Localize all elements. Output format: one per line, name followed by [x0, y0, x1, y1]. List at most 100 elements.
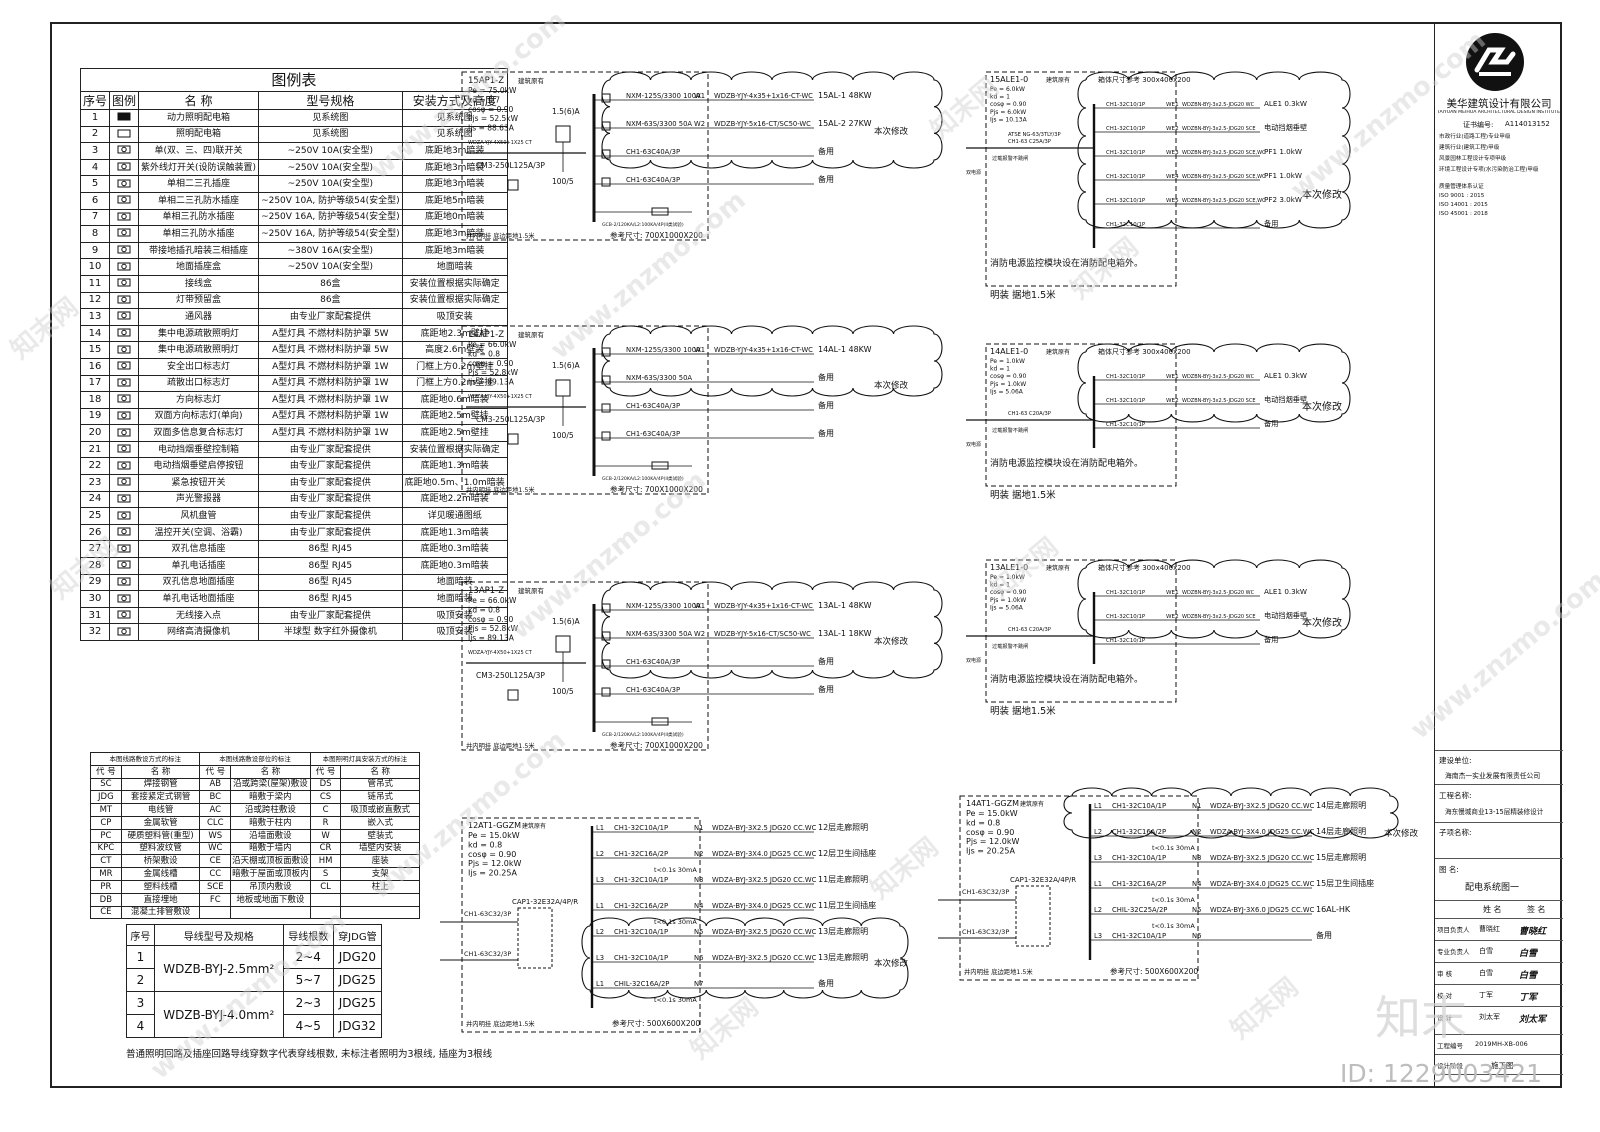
revision-cloud	[1063, 787, 1399, 839]
circuit-breaker: CH1-32C10A/1P	[614, 954, 668, 962]
qualification: 市政行业(道路工程)专业甲级	[1439, 134, 1511, 140]
circuit-breaker: CH1-32C10/1P	[1106, 150, 1146, 156]
circuit-load: 15AL-2 27KW	[818, 119, 872, 128]
panel-param: Pe = 1.0kW	[990, 574, 1025, 581]
circuit-load: 备用	[1264, 219, 1278, 228]
circuit-breaker: CH1-32C10/1P	[1106, 422, 1146, 428]
panel-tag: 建筑原有	[1046, 76, 1070, 84]
ct-ratio: 100/5	[552, 687, 574, 696]
circuit-breaker: CH1-32C10A/1P	[614, 876, 668, 884]
circuit-cable: WDZBN-BYJ-3x2.5-JDG20 WC	[1182, 374, 1255, 380]
circuit-cable: WDZA-BYJ-3X2.5 JDG20 CC.WC	[712, 876, 817, 884]
ct-ratio: 100/5	[552, 431, 574, 440]
qualification: 环境工程设计专项(水污染防治工程)甲级	[1439, 167, 1539, 173]
panel-param: Pe = 75.0kW	[468, 86, 517, 95]
panel-param: kd = 1	[990, 94, 1010, 101]
circuit-cable: WDZBN-BYJ-3x2.5-JDG20 SCE,WC	[1182, 198, 1266, 204]
panel-size: 箱体尺寸参考 300x400x200	[1098, 563, 1191, 572]
wire-count: 4~5	[282, 1014, 334, 1038]
breaker-icon	[601, 403, 611, 413]
circuit-rcd: t<0.1s 30mA	[654, 866, 697, 874]
panel-feeder: CM3-250L125A/3P	[476, 161, 545, 170]
revision-cloud	[1077, 559, 1351, 639]
circuit-breaker: NXM-63S/3300 50A	[626, 374, 692, 382]
panel-id: 13AP1-Z	[468, 586, 504, 596]
sig-sign: 曹晓红	[1519, 927, 1547, 937]
legend-header-2: 名 称	[138, 91, 260, 110]
breaker-icon	[601, 431, 611, 441]
circuit-no: N2	[1192, 828, 1201, 836]
panel-install: 井内明挂 底边距地1.5米	[466, 485, 535, 494]
sig-name: 白雪	[1479, 969, 1493, 977]
breaker-icon	[601, 121, 611, 131]
sig-name: 丁军	[1479, 991, 1493, 999]
project-number-label: 工程编号	[1437, 1042, 1463, 1050]
circuit-cable: WDZB-YJY-5x16-CT/SC50-WC	[714, 120, 811, 128]
circuit-no: N4	[694, 902, 703, 910]
circuit-breaker: CH1-32C16A/2P	[1112, 880, 1166, 888]
circuit-no: N3	[1192, 854, 1201, 862]
panel-param: Pjs = 12.0kW	[468, 859, 521, 868]
panel-size: 箱体尺寸参考 300x400x200	[1098, 347, 1191, 356]
spd-icon	[651, 717, 669, 726]
iso-cert: ISO 14001 : 2015	[1439, 202, 1488, 208]
circuit-breaker: CH1-32C16A/2P	[1112, 828, 1166, 836]
panel-id: 14AP1-Z	[468, 330, 504, 340]
monitor-note: 消防电源监控模块设在消防配电箱外。	[990, 673, 1143, 685]
legend-cell-name: 网络高清摄像机	[138, 623, 260, 641]
circuit-load: ALE1 0.3kW	[1264, 371, 1307, 380]
panel-size: 参考尺寸: 500X600X200	[612, 1018, 700, 1028]
panel-param: kd = 0.8	[966, 818, 1000, 827]
circuit-phase: L1	[596, 902, 604, 910]
revision-cloud	[601, 71, 943, 169]
panel-extra: 过载报警不跳闸	[992, 426, 1028, 434]
circuit-no: W2	[694, 630, 705, 638]
circuit-cable: WDZBN-BYJ-3x2.5-JDG20 SCE,WC	[1182, 150, 1266, 156]
panel-size: 参考尺寸: 700X1000X200	[610, 230, 703, 240]
circuit-no: N5	[694, 928, 703, 936]
sig-sign: 丁军	[1519, 993, 1538, 1003]
panel-param: Ijs = 89.13A	[468, 378, 515, 387]
circuit-load: 电动挡烟垂壁	[1264, 395, 1307, 404]
circuit-load: 13AL-1 48KW	[818, 601, 872, 610]
revision-note: 本次修改	[1302, 400, 1342, 413]
input-breaker-2: CH1-63C32/3P	[962, 928, 1009, 936]
monitor-note: 消防电源监控模块设在消防配电箱外。	[990, 257, 1143, 269]
panel-param: Pe = 15.0kW	[966, 809, 1018, 818]
panel-param: kd = 0.7	[468, 95, 500, 104]
iso-cert: ISO 9001 : 2015	[1439, 193, 1485, 199]
panel-outline	[985, 343, 1177, 487]
circuit-phase: L1	[1094, 802, 1102, 810]
circuit-breaker: CH1-63C40A/3P	[626, 430, 680, 438]
panel-param: cosφ = 0.90	[966, 828, 1014, 837]
circuit-load: 16AL-HK	[1316, 905, 1351, 914]
panel-size: 箱体尺寸参考 300x400x200	[1098, 75, 1191, 84]
circuit-cable: WDZB-YJY-4x35+1x16-CT-WC	[714, 92, 813, 100]
panel-param: Pe = 6.0kW	[990, 86, 1025, 93]
revision-cloud	[581, 917, 909, 999]
drawing-label: 图 名:	[1439, 865, 1459, 874]
panel-param: Pjs = 6.0kW	[990, 109, 1026, 116]
circuit-cable: WDZA-BYJ-3X2.5 JDG20 CC.WC	[1210, 802, 1315, 810]
company-name-en: TAIYUAN MEIHUA ARCHITECTURAL DESIGN INST…	[1437, 110, 1561, 115]
circuit-cable: WDZBN-BYJ-3x2.5-JDG20 SCE	[1182, 126, 1255, 132]
circuit-load: 13AL-1 18KW	[818, 629, 872, 638]
panel-spd: GCB-2/120KA/L2:100KA/4P(II类试验)	[602, 221, 684, 228]
circuit-no: WE2	[1166, 126, 1179, 132]
circuit-breaker: CH1-32C10/1P	[1106, 638, 1146, 644]
panel-outline	[985, 71, 1177, 287]
